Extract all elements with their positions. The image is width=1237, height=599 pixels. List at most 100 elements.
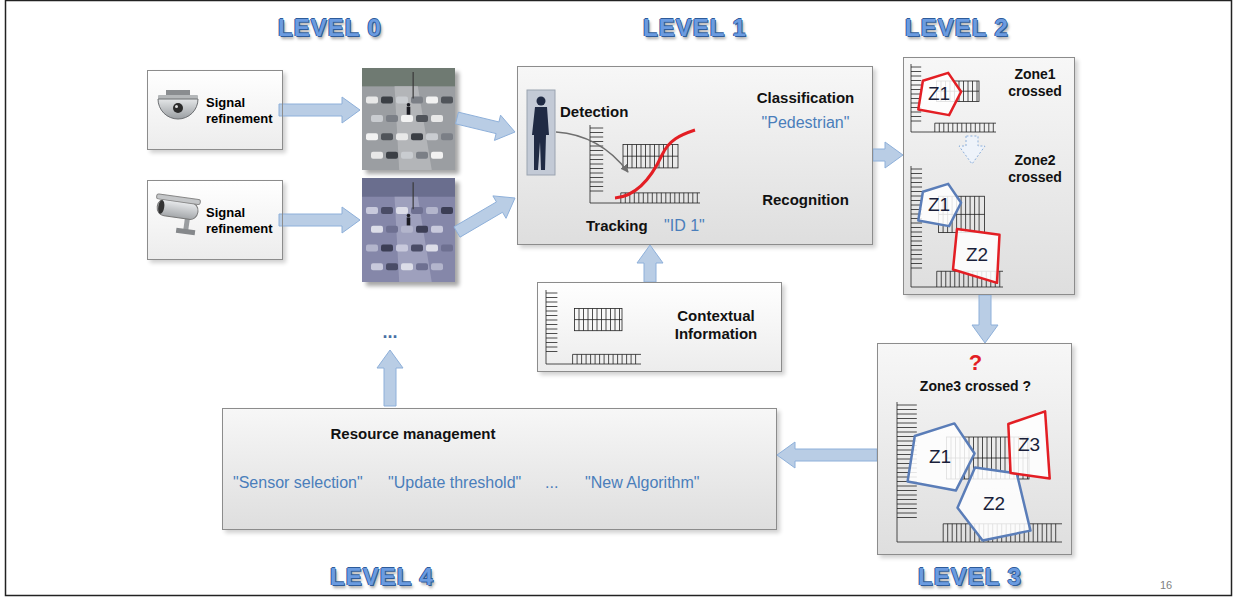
box-label: Resource management [303,425,523,443]
parking-map [636,145,637,168]
parking-map [601,309,602,331]
camera-frame-photo [413,182,414,209]
parking-map [590,150,603,151]
parking-map [1055,524,1056,542]
parking-map [613,354,614,364]
parking-map [897,495,917,496]
page-number: 16 [1160,579,1172,592]
camera-frame-photo [362,178,459,286]
parking-map [897,405,917,406]
zone-name: Z1 [928,83,950,106]
parking-map [546,302,557,303]
camera-frame-photo [396,133,408,140]
camera-frame-photo [362,68,459,174]
parking-map [934,123,935,132]
camera-frame-photo [407,217,411,225]
parking-map [647,193,648,203]
sensor-box: Signal refinement [147,70,283,150]
panel-fill [147,70,283,150]
flow-arrow [454,196,515,237]
parking-map [977,81,978,101]
parking-map [590,164,603,165]
parking-map [911,227,922,228]
parking-map [619,309,620,331]
parking-map [911,116,921,117]
parking-map [650,145,651,168]
parking-map [911,169,922,170]
parking-map [546,297,557,298]
parking-map [590,182,603,183]
zone-polygon: Z3 [1006,410,1052,480]
parking-map [586,354,587,364]
camera-frame-photo [416,226,428,233]
parking-map [588,309,589,331]
box-label: Tracking [586,217,662,235]
parking-map [670,193,671,203]
parking-map [688,193,689,203]
parking-map [911,67,921,68]
panel-fill [877,343,1075,558]
label-slot: LEVEL 3 [918,563,1022,592]
text-slot: Z1 [916,183,962,227]
parking-map [965,196,966,232]
quoted-term: ... [545,473,575,492]
parking-map [911,173,922,174]
parking-map [963,81,964,101]
text-slot: "Pedestrian" [743,113,868,132]
box-label: Detection [560,103,660,121]
parking-map [590,137,603,138]
box-label: Recognition [743,191,868,209]
parking-map [911,166,1003,287]
zone-outline [1008,411,1049,478]
parking-map [911,263,922,264]
parking-map [599,354,600,364]
parking-map [610,309,611,331]
panel-fills [147,57,1078,558]
parking-map [961,123,962,132]
parking-map [635,354,636,364]
parking-map [595,354,596,364]
box-label: Classification [743,89,868,107]
camera-frame-photo [411,245,423,252]
parking-map [897,414,917,415]
parking-map [590,155,603,156]
panel-fill [903,57,1078,298]
camera-frame-photo [362,178,455,197]
parking-map [546,311,557,312]
parking-map [966,123,967,132]
parking-map [956,524,957,542]
parking-map [590,354,591,364]
text-slot: Contextual Information [656,307,776,343]
parking-map [911,64,912,132]
parking-map [943,524,944,542]
parking-map [581,354,582,364]
panel-fill [537,282,782,372]
camera-frame-photo [386,226,398,233]
panel-fill [147,180,286,263]
flow-arrow [972,295,998,343]
pedestrian-crop [527,90,555,175]
parking-map [911,85,921,86]
label-slot: 16 [1160,579,1172,592]
panel-fill [877,343,1072,555]
resource-box: Resource management"Sensor selection""Up… [222,408,777,530]
flow-arrow [456,112,515,140]
parking-map [590,132,603,133]
transition-arrow [959,136,985,164]
label-slot: LEVEL 1 [643,14,747,43]
flow-arrow [637,245,663,282]
parking-map [627,145,628,168]
parking-map [631,354,632,364]
camera-frame-photo [386,152,398,159]
parking-map [897,427,917,428]
zone-name: Z1 [928,194,950,217]
parking-map [979,123,980,132]
camera-frame-photo [411,133,423,140]
text-slot: Z2 [952,226,1002,284]
bullet-camera [176,228,196,236]
parking-map [950,271,951,287]
camera-frame-photo [426,245,438,252]
parking-map [911,245,922,246]
zone-outline [953,229,1000,283]
parking-map [968,81,969,101]
